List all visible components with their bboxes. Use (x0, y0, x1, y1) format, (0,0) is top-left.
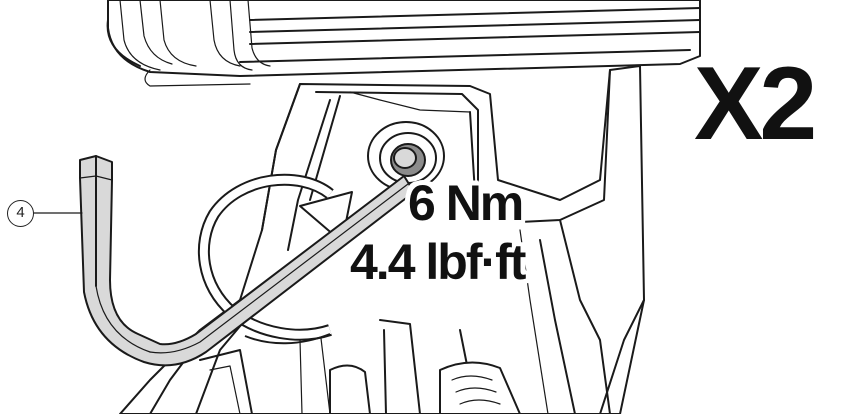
hex-key-icon (79, 155, 415, 367)
quantity-label: X2 (694, 46, 817, 162)
crossbar-rail (106, 0, 701, 87)
callout-number: 4 (7, 200, 34, 227)
bolt-head (367, 121, 445, 191)
torque-value-metric: 6 Nm (408, 175, 524, 231)
torque-value-imperial: 4.4 lbf·ft (350, 234, 526, 290)
